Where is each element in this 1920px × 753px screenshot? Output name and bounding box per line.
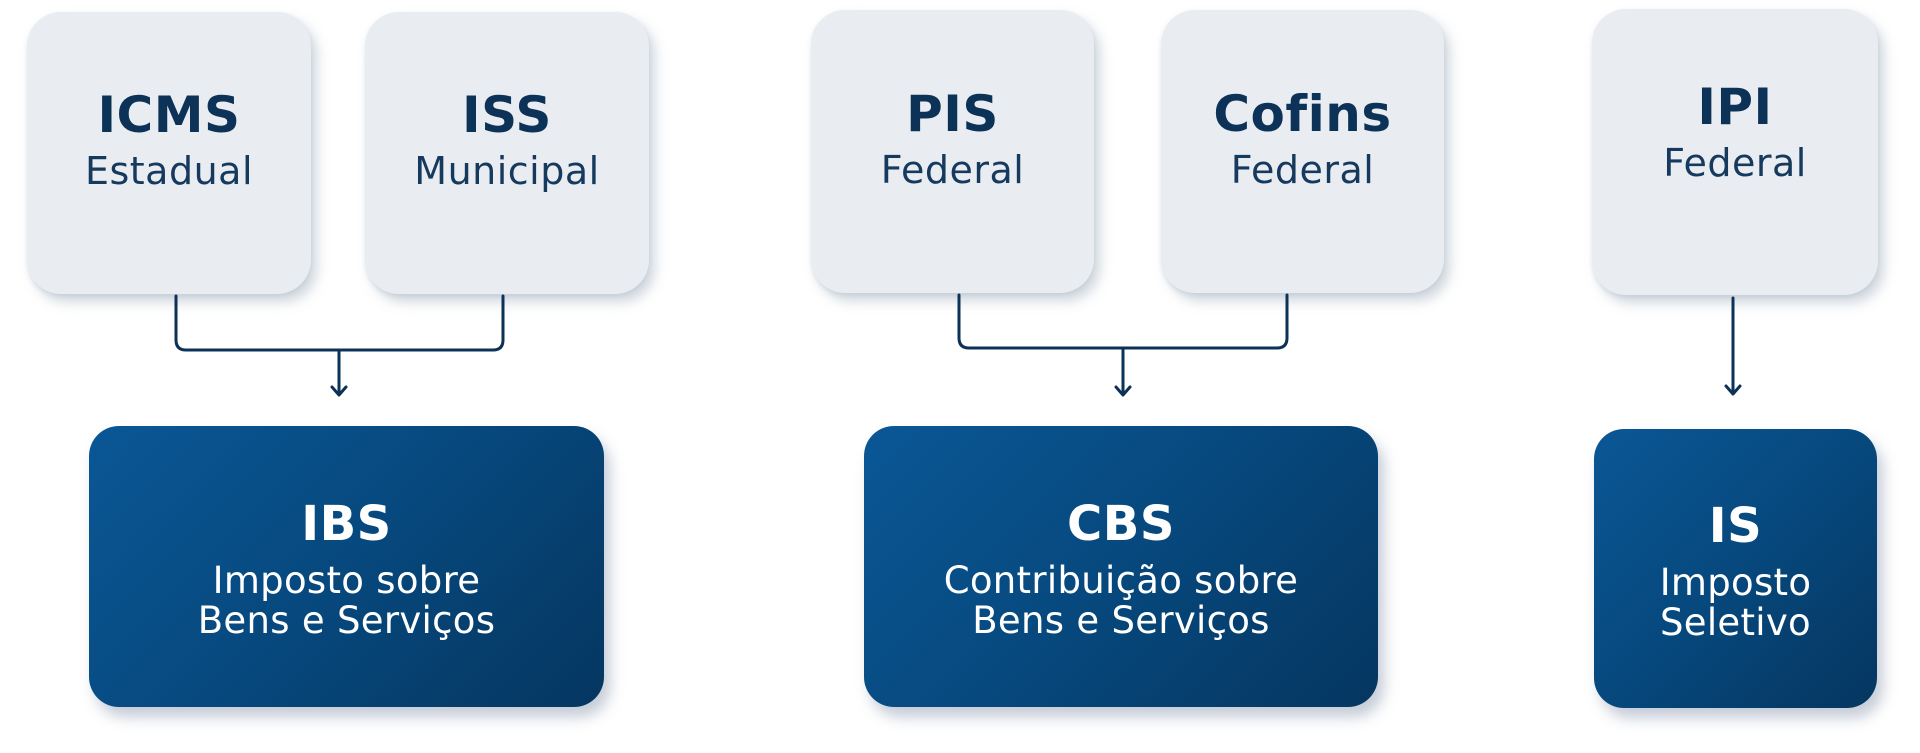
- tax-code: ICMS: [97, 86, 241, 144]
- tax-box-ipi: IPI Federal: [1592, 9, 1878, 295]
- tax-box-cofins: Cofins Federal: [1161, 10, 1444, 293]
- tax-box-pis: PIS Federal: [811, 10, 1094, 293]
- tax-description-line: Contribuição sobre: [943, 558, 1299, 602]
- tax-code: PIS: [906, 84, 999, 143]
- tax-sphere: Federal: [1230, 147, 1375, 192]
- tax-description-line: Bens e Serviços: [972, 598, 1270, 642]
- tax-code: CBS: [1067, 495, 1175, 552]
- new-tax-box-is: IS Imposto Seletivo: [1594, 429, 1877, 708]
- tax-code: IS: [1708, 497, 1763, 554]
- tax-description-line: Imposto sobre: [212, 558, 481, 602]
- new-tax-box-cbs: CBS Contribuição sobre Bens e Serviços: [864, 426, 1378, 707]
- tax-description: Imposto sobre Bens e Serviços: [197, 558, 496, 642]
- tax-description-line: Bens e Serviços: [197, 598, 496, 642]
- tax-code: IBS: [301, 495, 392, 552]
- tax-description-line: Seletivo: [1659, 600, 1811, 644]
- tax-code: ISS: [462, 86, 552, 144]
- new-tax-box-ibs: IBS Imposto sobre Bens e Serviços: [89, 426, 604, 707]
- tax-description-line: Imposto: [1659, 560, 1812, 604]
- tax-sphere: Municipal: [414, 149, 600, 193]
- tax-box-iss: ISS Municipal: [365, 12, 649, 294]
- tax-sphere: Estadual: [84, 149, 254, 193]
- tax-code: Cofins: [1213, 84, 1392, 143]
- connector-icms-iss: [174, 294, 505, 352]
- arrow-to-cbs: [1114, 346, 1132, 397]
- tax-box-icms: ICMS Estadual: [27, 12, 311, 294]
- tax-description: Contribuição sobre Bens e Serviços: [943, 558, 1299, 642]
- connector-pis-cofins: [957, 293, 1289, 350]
- tax-sphere: Federal: [1663, 141, 1807, 185]
- tax-sphere: Federal: [880, 147, 1025, 192]
- tax-code: IPI: [1697, 78, 1773, 136]
- arrow-to-ibs: [330, 348, 348, 397]
- tax-description: Imposto Seletivo: [1659, 560, 1812, 644]
- arrow-ipi-to-is: [1724, 296, 1742, 396]
